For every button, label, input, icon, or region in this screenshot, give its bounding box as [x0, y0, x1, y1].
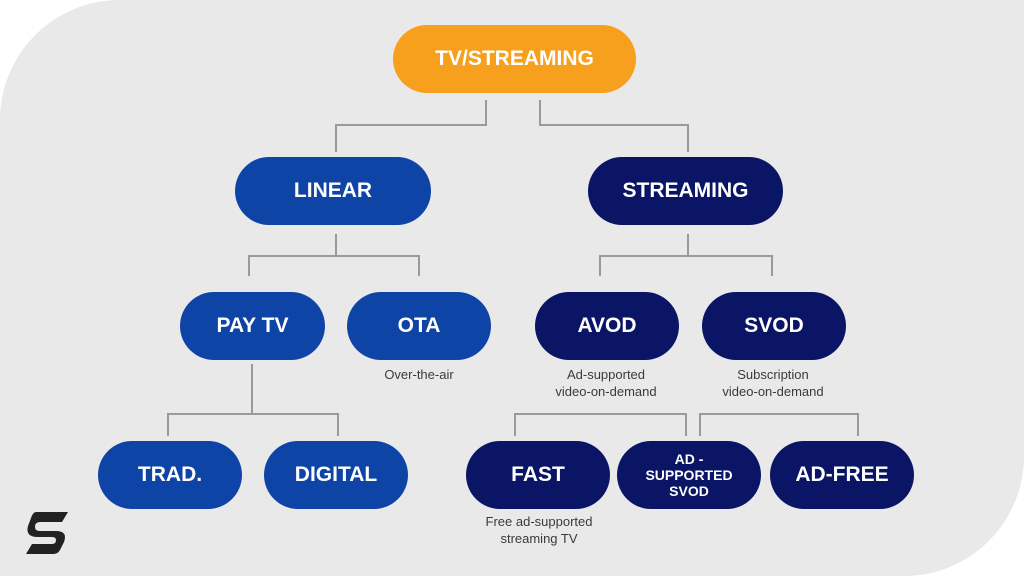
node-linear: LINEAR: [235, 157, 431, 225]
caption-svod: Subscription video-on-demand: [722, 367, 824, 399]
node-streaming: STREAMING: [588, 157, 783, 225]
connector-avod-bar: [514, 413, 687, 436]
caption-avod: Ad-supported video-on-demand: [555, 367, 657, 399]
node-pay-tv: PAY TV: [180, 292, 325, 360]
node-trad: TRAD.: [98, 441, 242, 509]
node-fast: FAST: [466, 441, 610, 509]
node-ad-free: AD-FREE: [770, 441, 914, 509]
node-avod: AVOD: [535, 292, 679, 360]
node-ota: OTA: [347, 292, 491, 360]
connector-root-linear: [335, 100, 487, 152]
caption-fast: Free ad-supported streaming TV: [485, 514, 593, 546]
node-svod: SVOD: [702, 292, 846, 360]
node-digital: DIGITAL: [264, 441, 408, 509]
node-tv-streaming: TV/STREAMING: [393, 25, 636, 93]
node-ad-supported-svod: AD - SUPPORTED SVOD: [617, 441, 761, 509]
connector-svod-bar: [699, 413, 859, 436]
connector-root-streaming: [539, 100, 689, 152]
connector-linear-bar: [248, 255, 420, 276]
connector-paytv-bar: [167, 413, 339, 436]
caption-ota: Over-the-air: [384, 367, 454, 382]
connector-streaming-bar: [599, 255, 773, 276]
brand-s-logo-icon: [26, 512, 68, 554]
